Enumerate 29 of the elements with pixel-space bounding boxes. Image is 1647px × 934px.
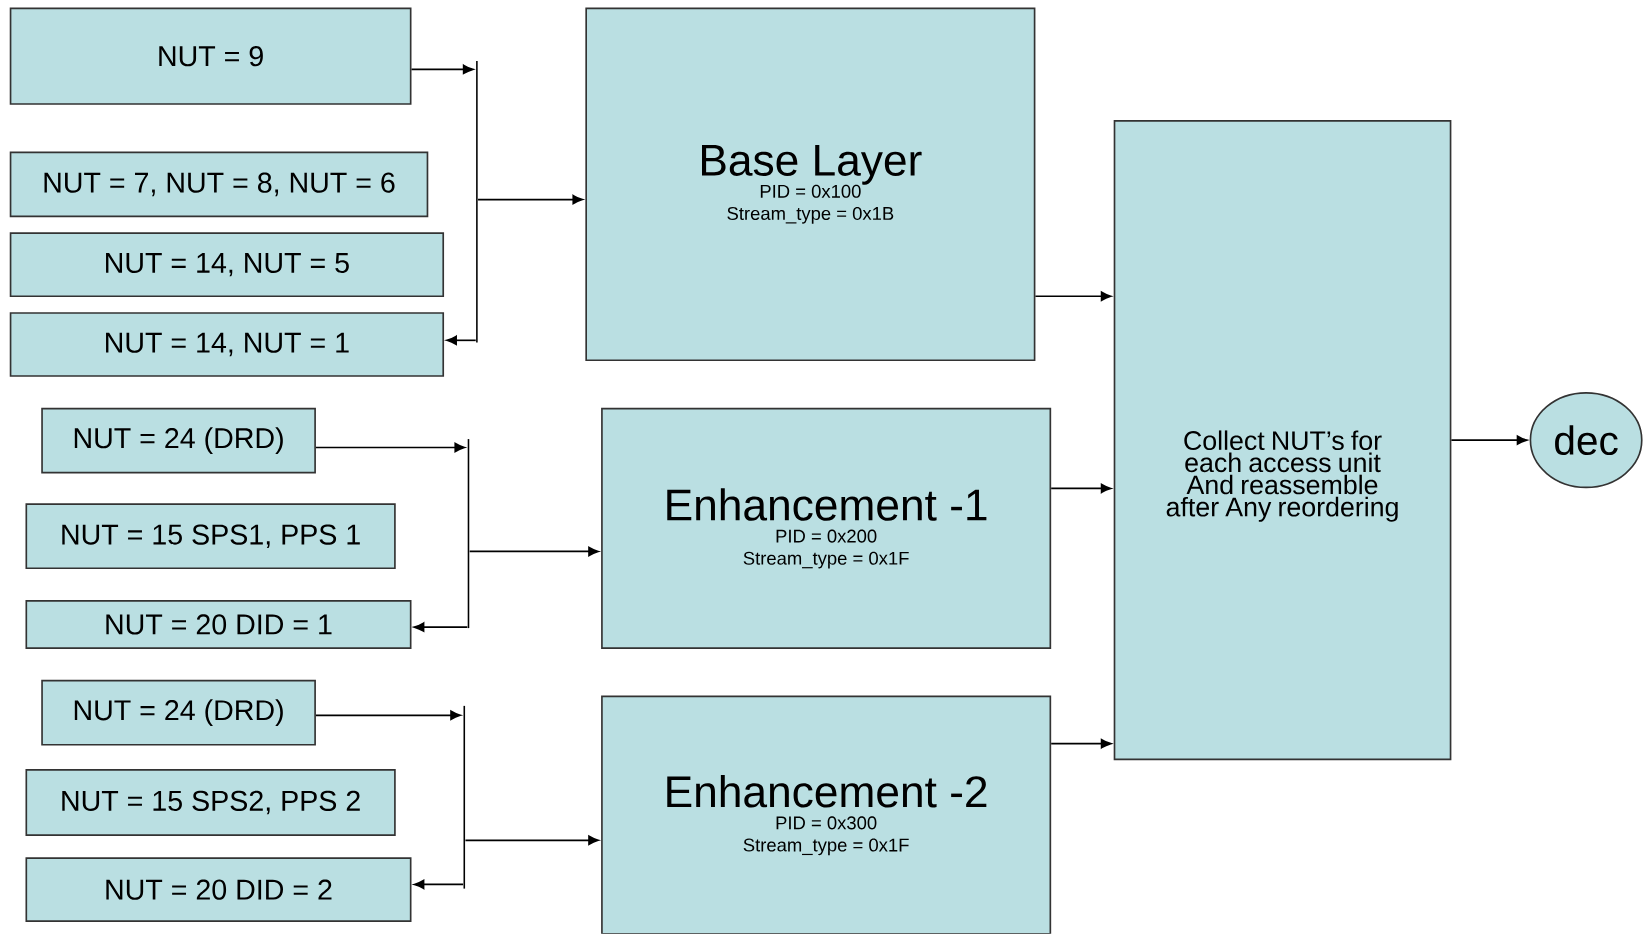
- nut-box: NUT = 15 SPS1, PPS 1: [25, 503, 396, 570]
- layer-box: Enhancement -1 PID = 0x200 Stream_type = 0x1F: [601, 407, 1052, 649]
- arrow: [468, 546, 599, 557]
- nut-box: NUT = 9: [9, 7, 412, 105]
- process-box: Collect NUT’s for each access unit And reassemble after Any reordering: [1113, 120, 1452, 761]
- arrow: [1050, 483, 1112, 494]
- arrow: [413, 879, 464, 890]
- nut-box: NUT = 20 DID = 1: [25, 600, 412, 650]
- nut-box: NUT = 7, NUT = 8, NUT = 6: [9, 151, 429, 218]
- arrow: [1034, 291, 1112, 302]
- arrow: [464, 835, 599, 846]
- layer-box: Base Layer PID = 0x100 Stream_type = 0x1B: [585, 7, 1036, 362]
- nut-box: NUT = 14, NUT = 5: [9, 232, 445, 298]
- nut-box: NUT = 15 SPS2, PPS 2: [25, 769, 396, 836]
- arrow: [410, 64, 474, 75]
- arrow: [446, 335, 477, 346]
- nut-box: NUT = 24 (DRD): [41, 407, 316, 474]
- nut-box: NUT = 24 (DRD): [41, 679, 316, 746]
- layer-box: Enhancement -2 PID = 0x300 Stream_type = 0x1F: [601, 695, 1052, 934]
- arrow: [1450, 435, 1528, 446]
- bracket-line: [476, 61, 478, 343]
- bracket-line: [463, 706, 466, 889]
- nut-box: NUT = 14, NUT = 1: [9, 312, 445, 377]
- arrow: [413, 622, 469, 632]
- arrow: [315, 442, 466, 453]
- arrow: [477, 194, 584, 205]
- arrow: [315, 710, 461, 721]
- arrow: [1050, 738, 1112, 749]
- nut-box: NUT = 20 DID = 2: [25, 857, 412, 923]
